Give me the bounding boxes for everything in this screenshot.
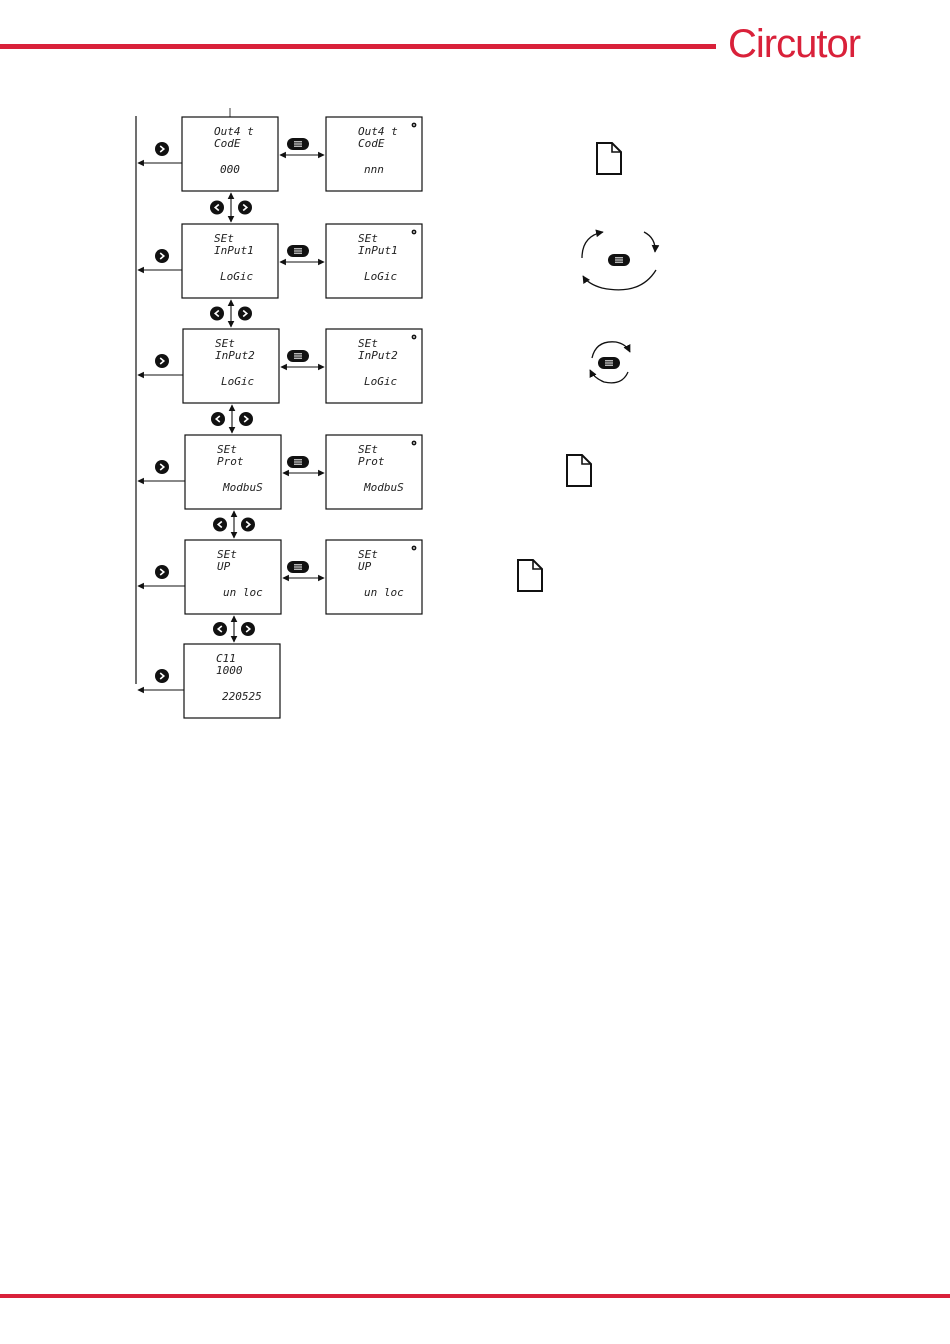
lcd-line-2: InPut2 xyxy=(358,349,398,362)
lcd-line-2: InPut2 xyxy=(215,349,255,362)
lcd-line-3: nnn xyxy=(364,163,384,176)
lcd-line-3: 220525 xyxy=(222,690,262,703)
next-button-icon xyxy=(239,412,253,426)
legend-icons xyxy=(518,143,656,591)
lcd-line-2: InPut1 xyxy=(214,244,254,257)
edit-indicator-icon xyxy=(412,230,417,235)
document-icon xyxy=(518,560,542,591)
lcd-line-2: CodE xyxy=(214,137,241,150)
small-cycle-arrows-icon xyxy=(590,342,630,383)
edit-indicator-icon xyxy=(412,123,417,128)
lcd-line-3: LoGic xyxy=(364,270,397,283)
lcd-line-3: LoGic xyxy=(220,270,253,283)
next-button-icon xyxy=(241,518,255,532)
lcd-line-3: LoGic xyxy=(364,375,397,388)
next-button-icon xyxy=(238,201,252,215)
next-button-icon xyxy=(155,354,169,368)
document-icon xyxy=(597,143,621,174)
next-button-icon xyxy=(155,460,169,474)
next-button-icon xyxy=(155,669,169,683)
lcd-line-2: Prot xyxy=(217,455,244,468)
lcd-line-2: Prot xyxy=(358,455,385,468)
prev-button-icon xyxy=(213,518,227,532)
edit-indicator-icon xyxy=(412,335,417,340)
next-button-icon xyxy=(155,142,169,156)
lcd-line-3: LoGic xyxy=(221,375,254,388)
next-button-icon xyxy=(155,565,169,579)
lcd-line-2: UP xyxy=(358,560,372,573)
cycle-arrows-icon xyxy=(582,232,656,290)
prev-button-icon xyxy=(211,412,225,426)
edit-indicator-icon xyxy=(412,441,417,446)
prev-button-icon xyxy=(210,307,224,321)
menu-button-icon xyxy=(287,138,309,150)
lcd-line-2: UP xyxy=(217,560,231,573)
lcd-line-3: ModbuS xyxy=(222,481,263,494)
next-button-icon xyxy=(238,307,252,321)
lcd-line-3: 000 xyxy=(220,163,240,176)
menu-button-icon xyxy=(287,561,309,573)
lcd-line-3: ModbuS xyxy=(363,481,404,494)
menu-button-icon xyxy=(287,456,309,468)
next-button-icon xyxy=(155,249,169,263)
lcd-line-2: 1000 xyxy=(216,664,243,677)
lcd-line-2: CodE xyxy=(358,137,385,150)
edit-indicator-icon xyxy=(412,546,417,551)
lcd-line-3: un loc xyxy=(223,586,263,599)
menu-button-icon xyxy=(287,350,309,362)
menu-button-icon xyxy=(608,254,630,266)
lcd-line-3: un loc xyxy=(364,586,404,599)
next-button-icon xyxy=(241,622,255,636)
menu-button-icon xyxy=(598,357,620,369)
prev-button-icon xyxy=(213,622,227,636)
document-icon xyxy=(567,455,591,486)
lcd-line-2: InPut1 xyxy=(358,244,398,257)
menu-button-icon xyxy=(287,245,309,257)
prev-button-icon xyxy=(210,201,224,215)
